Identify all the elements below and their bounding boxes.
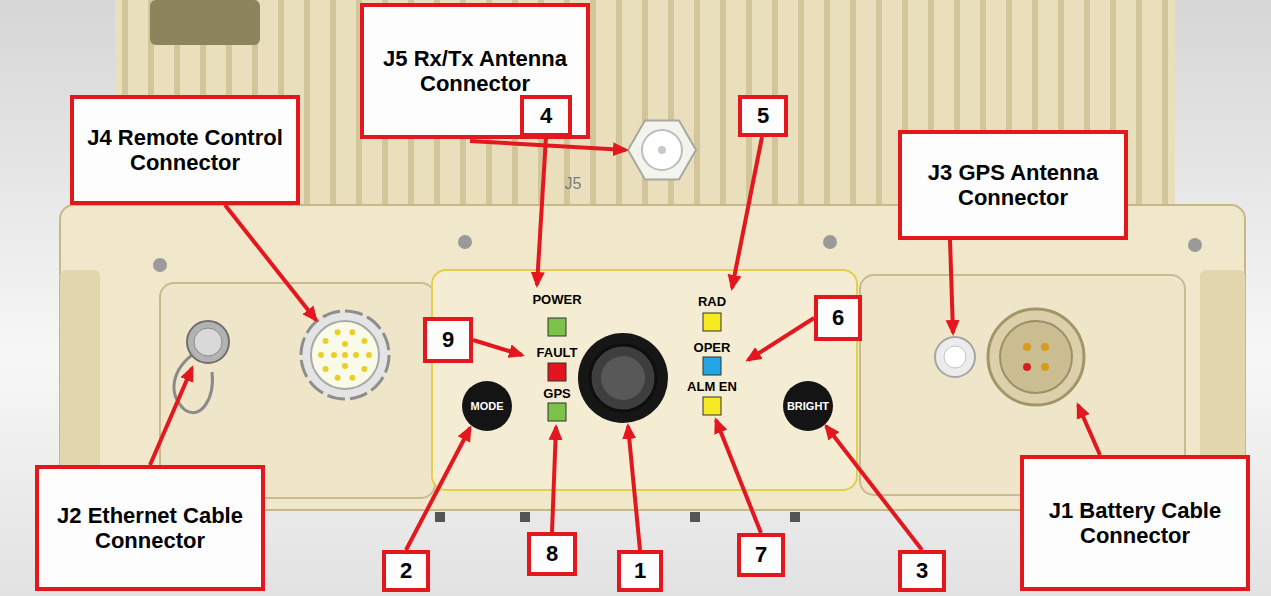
leader-line — [552, 427, 556, 532]
callout-box: 6 — [814, 295, 862, 341]
leader-line — [406, 428, 470, 550]
callout-text: J4 Remote Control Connector — [82, 125, 288, 176]
gps-connector-center — [944, 346, 966, 368]
led-label: FAULT — [537, 346, 578, 359]
battery-pin — [1041, 363, 1049, 371]
leader-line — [748, 318, 814, 360]
screw — [1188, 238, 1202, 252]
leader-line — [150, 368, 192, 465]
mount-block — [150, 0, 260, 45]
callout-text: 3 — [916, 558, 928, 583]
callout-box: 8 — [527, 532, 577, 576]
battery-connector-face — [1000, 321, 1072, 393]
callout-text: J3 GPS Antenna Connector — [910, 160, 1116, 211]
leader-line — [732, 137, 762, 288]
screw — [153, 258, 167, 272]
remote-connector — [301, 311, 389, 399]
ethernet-cap — [194, 328, 222, 356]
gps-led — [548, 403, 566, 421]
callout-text: J2 Ethernet Cable Connector — [47, 503, 253, 554]
screw — [823, 235, 837, 249]
alm-en-led — [703, 397, 721, 415]
gps-antenna-connector — [935, 337, 975, 377]
button-label: MODE — [471, 401, 504, 412]
selector-knob — [578, 333, 668, 423]
callout-text: J1 Battery Cable Connector — [1032, 498, 1238, 549]
leader-line — [826, 426, 922, 550]
antenna-connector — [642, 130, 682, 170]
rad-led — [703, 313, 721, 331]
leader-line — [225, 205, 316, 320]
callout-box: 1 — [617, 550, 663, 592]
battery-pin — [1023, 363, 1031, 371]
led-label: POWER — [532, 293, 581, 306]
callout-text: J5 Rx/Tx Antenna Connector — [372, 46, 578, 97]
callout-box: J2 Ethernet Cable Connector — [35, 465, 265, 591]
bright-button — [783, 381, 833, 431]
antenna-connector-nut — [628, 121, 696, 180]
foot — [520, 512, 530, 522]
callout-box: J4 Remote Control Connector — [70, 95, 300, 205]
leader-line — [1078, 405, 1100, 455]
selector-knob-center — [601, 356, 645, 400]
mode-button — [462, 381, 512, 431]
callout-box: 5 — [738, 95, 788, 137]
antenna-pin — [658, 146, 666, 154]
callout-text: 8 — [546, 541, 558, 566]
side-rail — [60, 270, 100, 490]
callout-text: 9 — [442, 327, 454, 352]
foot — [690, 512, 700, 522]
leader-line — [628, 426, 640, 550]
callout-text: 7 — [755, 542, 767, 567]
callout-text: 1 — [634, 558, 646, 583]
callout-box: 7 — [737, 533, 785, 577]
battery-connector — [988, 309, 1084, 405]
screw — [458, 235, 472, 249]
battery-pin — [1023, 343, 1031, 351]
battery-pin — [1041, 343, 1049, 351]
leader-line — [950, 240, 953, 333]
ethernet-connector — [187, 321, 229, 363]
leader-line — [470, 141, 626, 150]
fault-led — [548, 363, 566, 381]
callout-box: 4 — [520, 95, 572, 137]
button-label: BRIGHT — [787, 401, 829, 412]
callout-box: 9 — [423, 317, 473, 363]
oper-led — [703, 357, 721, 375]
callout-box: 3 — [898, 550, 946, 592]
foot — [435, 512, 445, 522]
callout-box: J3 GPS Antenna Connector — [898, 130, 1128, 240]
callout-box: 2 — [382, 550, 430, 592]
power-led — [548, 318, 566, 336]
callout-text: 4 — [540, 103, 552, 128]
callout-text: 2 — [400, 558, 412, 583]
led-label: GPS — [543, 387, 570, 400]
callout-box: J1 Battery Cable Connector — [1020, 455, 1250, 591]
led-label: OPER — [694, 341, 731, 354]
led-label: RAD — [698, 295, 726, 308]
leader-line — [716, 420, 761, 533]
callout-text: 6 — [832, 305, 844, 330]
leader-line — [537, 137, 546, 285]
connector-pins — [318, 329, 372, 381]
leader-line — [473, 340, 522, 355]
selector-knob-face — [590, 345, 656, 411]
control-panel — [432, 270, 857, 490]
housing-marking: J5 — [565, 176, 582, 192]
foot — [790, 512, 800, 522]
remote-connector-face — [311, 321, 379, 389]
led-label: ALM EN — [687, 380, 737, 393]
callout-text: 5 — [757, 103, 769, 128]
